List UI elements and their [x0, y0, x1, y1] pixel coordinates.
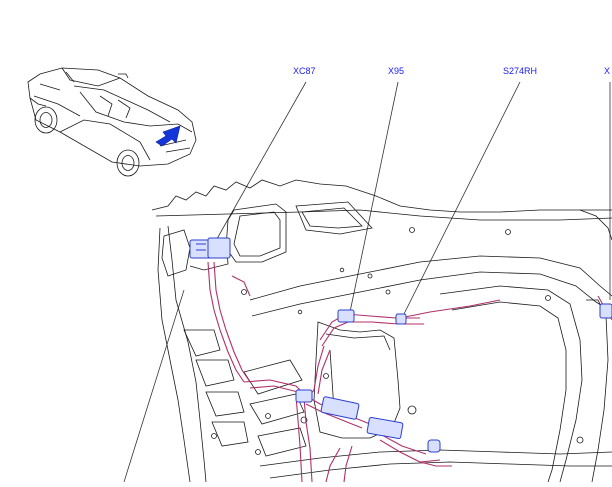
- connector-x95[interactable]: [337, 309, 355, 323]
- leader-lines: [123, 81, 611, 483]
- connector-right-edge[interactable]: [599, 303, 612, 319]
- connector-xc87[interactable]: [189, 237, 231, 259]
- wiring-harness: [207, 261, 612, 483]
- body-panel-drawing: [151, 179, 612, 483]
- splice-s274rh[interactable]: [395, 313, 407, 325]
- callout-s274rh[interactable]: S274RH: [503, 66, 538, 76]
- view-direction-arrow-icon: [155, 125, 181, 147]
- connector-lower-group[interactable]: [295, 389, 441, 453]
- callout-xc87[interactable]: XC87: [293, 66, 316, 76]
- callout-edge[interactable]: X: [604, 66, 611, 76]
- car-convertible-icon: [27, 67, 197, 177]
- callout-x95[interactable]: X95: [388, 66, 405, 76]
